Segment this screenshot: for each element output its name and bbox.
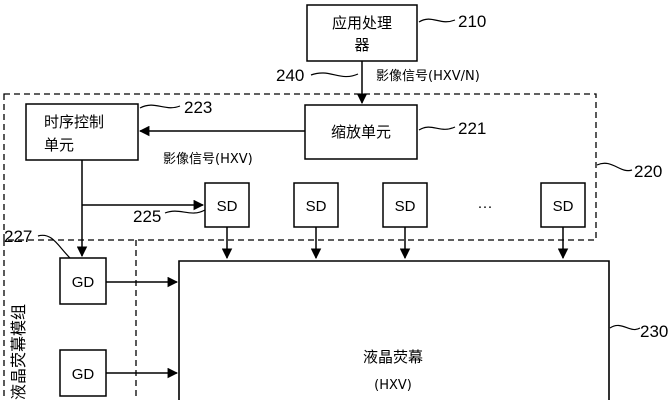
sd-block-4: SD xyxy=(540,182,586,228)
timing-label-1: 时序控制 xyxy=(44,113,104,131)
timing-controller-block: 时序控制 单元 xyxy=(25,103,139,161)
ref-230: 230 xyxy=(640,322,668,341)
app-processor-label-1: 应用处理 xyxy=(332,14,392,32)
ref-227-leader xyxy=(37,234,71,259)
ref-225-leader xyxy=(164,209,206,214)
ref-230-leader xyxy=(609,324,641,331)
lcd-label-2: (HXV) xyxy=(374,378,412,393)
module-vertical-label: 液晶荧幕模组 xyxy=(9,304,28,400)
timing-signal-label: 影像信号(HXV) xyxy=(163,152,253,167)
sd-label-3: SD xyxy=(395,198,416,215)
app-processor-block: 应用处理 器 xyxy=(306,4,418,62)
ref-210: 210 xyxy=(458,12,486,31)
ref-210-leader xyxy=(418,18,456,23)
scaler-label: 缩放单元 xyxy=(331,123,391,141)
gd-label-2: GD xyxy=(72,366,95,383)
ref-223: 223 xyxy=(184,98,212,117)
timing-label-2: 单元 xyxy=(44,136,74,154)
sd-block-3: SD xyxy=(382,182,428,228)
app-processor-label-2: 器 xyxy=(354,36,369,54)
ref-220: 220 xyxy=(634,162,662,181)
ref-221-leader xyxy=(418,126,456,131)
sd-block-2: SD xyxy=(293,182,339,228)
sd-block-1: SD xyxy=(204,182,250,228)
ref-221: 221 xyxy=(458,119,486,138)
ref-220-leader xyxy=(596,162,633,172)
ref-223-leader xyxy=(139,104,181,109)
ref-225: 225 xyxy=(133,207,161,226)
ref-240-leader xyxy=(310,72,359,78)
ref-227: 227 xyxy=(4,227,32,246)
sd-label-4: SD xyxy=(553,198,574,215)
ref-240: 240 xyxy=(276,66,304,85)
gd-label-1: GD xyxy=(72,274,95,291)
module-dashed-frame xyxy=(3,93,597,241)
gd-block-2: GD xyxy=(59,349,107,397)
lcd-panel: 液晶荧幕 (HXV) xyxy=(178,260,610,400)
sd-label-1: SD xyxy=(217,198,238,215)
sd-label-2: SD xyxy=(306,198,327,215)
sd-ellipsis: ··· xyxy=(478,198,493,215)
input-signal-label: 影像信号(HXV/N) xyxy=(376,69,480,84)
scaler-block: 缩放单元 xyxy=(304,104,418,160)
lcd-label-1: 液晶荧幕 xyxy=(363,348,423,366)
gd-block-1: GD xyxy=(59,257,107,305)
